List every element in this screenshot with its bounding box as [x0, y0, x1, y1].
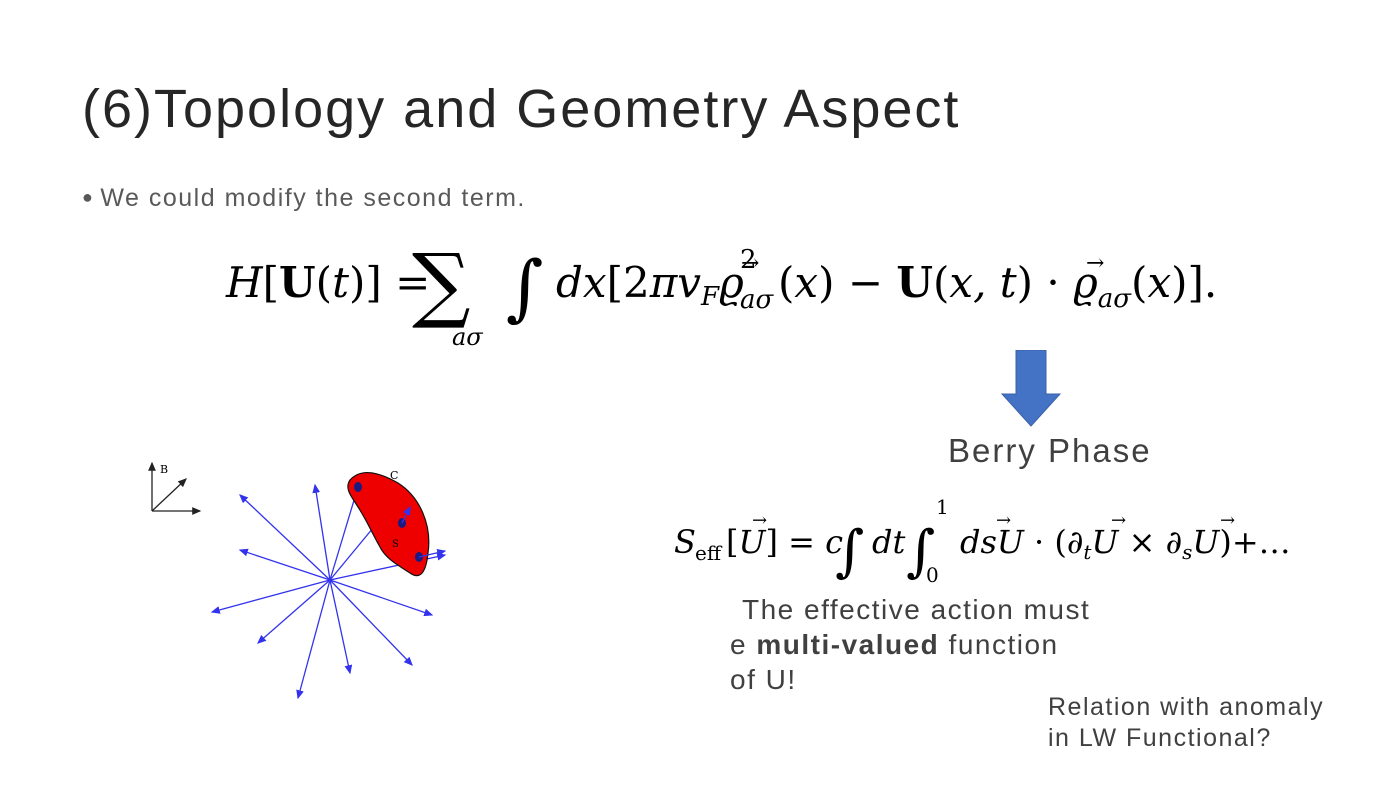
- svg-text:→: →: [1111, 510, 1126, 531]
- region-label-s: S: [392, 539, 399, 550]
- svg-text:dsU · (∂tU × ∂sU)+…: dsU · (∂tU × ∂sU)+…: [960, 523, 1291, 564]
- berry-phase-label: Berry Phase: [948, 432, 1152, 469]
- note-line-2-post: function: [939, 629, 1059, 660]
- svg-text:∑: ∑: [412, 237, 471, 332]
- bullet-point: ●We could modify the second term.: [82, 184, 526, 213]
- svg-text:dx[2πvFϱ: dx[2πvFϱ: [556, 258, 744, 312]
- svg-text:→: →: [996, 510, 1011, 531]
- svg-text:S: S: [674, 523, 696, 561]
- down-arrow-icon: [1000, 350, 1062, 427]
- note-line-2: e multi-valued function: [730, 627, 1130, 662]
- surface-region: [347, 472, 430, 577]
- svg-text:→: →: [1220, 510, 1235, 531]
- axes-icon: [148, 461, 202, 515]
- anomaly-line-2: in LW Functional?: [1048, 724, 1272, 752]
- svg-text:H[U(t)] =: H[U(t)] =: [225, 258, 430, 307]
- field-vectors: [210, 483, 447, 700]
- bullet-dot-icon: ●: [82, 187, 95, 207]
- svg-text:dt: dt: [872, 523, 905, 561]
- effective-action-note: The effective action must e multi-valued…: [730, 592, 1142, 697]
- svg-text:→: →: [1086, 251, 1104, 276]
- note-line-2-bold: multi-valued: [756, 629, 940, 660]
- svg-text:∫: ∫: [835, 519, 864, 584]
- svg-text:eff: eff: [695, 541, 723, 565]
- note-line-2-pre: e: [730, 629, 757, 660]
- svg-text:→: →: [752, 510, 767, 531]
- note-line-1: The effective action must: [742, 594, 1091, 625]
- region-label-c: C: [390, 469, 398, 482]
- svg-text:1: 1: [936, 495, 949, 519]
- svg-text:(x) − U(x, t) · ϱaσ(x)].: (x) − U(x, t) · ϱaσ(x)].: [778, 258, 1217, 314]
- page-title: (6)Topology and Geometry Aspect: [82, 79, 961, 139]
- effective-action-equation: S eff [U] = c → ∫ dt ∫ 1 0 dsU · (∂tU × …: [674, 495, 1291, 587]
- vector-field-diagram: B C S: [148, 461, 447, 700]
- anomaly-line-1: Relation with anomaly: [1048, 693, 1325, 721]
- anomaly-note: Relation with anomaly in LW Functional?: [1048, 692, 1388, 754]
- svg-text:∫: ∫: [906, 519, 935, 584]
- svg-text:0: 0: [926, 563, 939, 587]
- svg-text:2: 2: [740, 245, 757, 275]
- svg-text:aσ: aσ: [452, 323, 483, 351]
- svg-text:∫: ∫: [506, 245, 544, 329]
- svg-text:aσ: aσ: [740, 285, 775, 315]
- axis-label-b: B: [160, 463, 168, 476]
- svg-text:[U] = c: [U] = c: [726, 523, 843, 561]
- bullet-text: We could modify the second term.: [100, 184, 526, 212]
- svg-text:→: →: [741, 251, 759, 276]
- note-line-3: of U!: [730, 664, 797, 695]
